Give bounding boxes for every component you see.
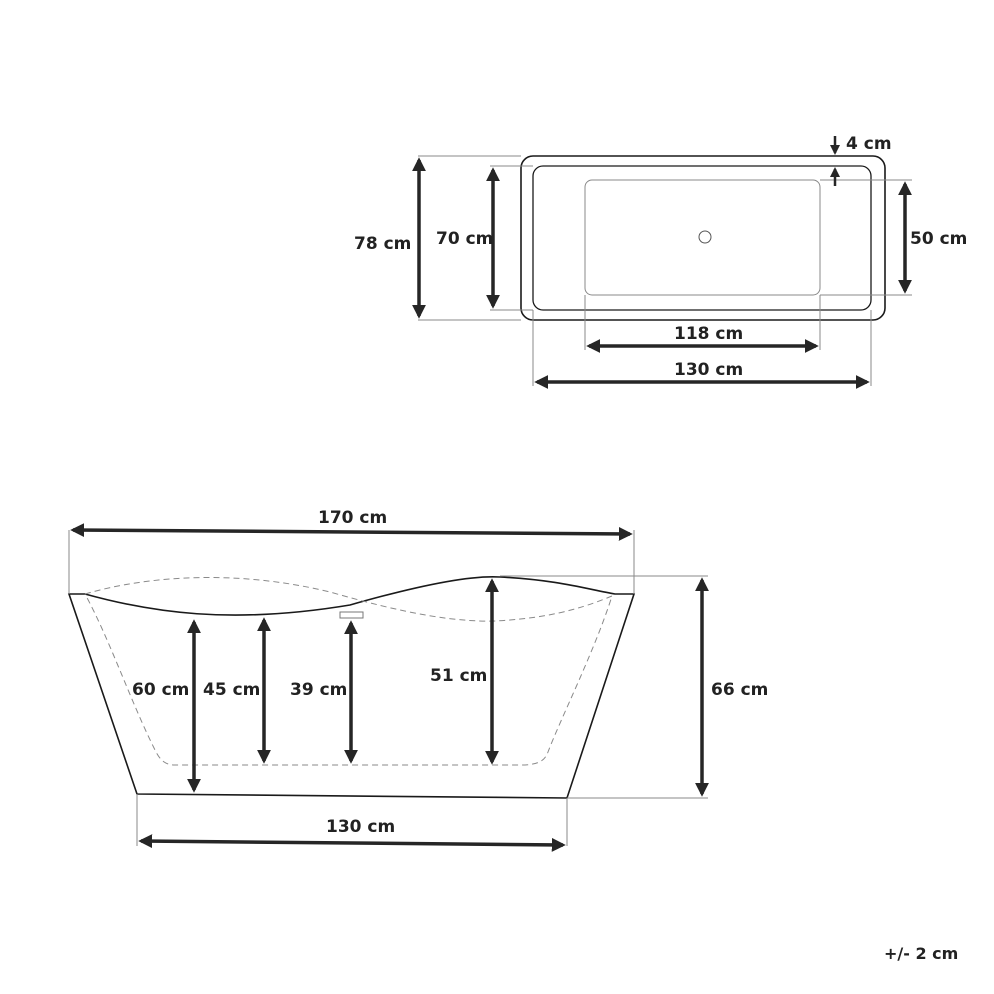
label-70cm: 70 cm <box>436 229 493 249</box>
basin-outline <box>584 179 821 296</box>
label-60cm: 60 cm <box>132 680 189 700</box>
label-118cm: 118 cm <box>674 324 743 344</box>
label-4cm: 4 cm <box>846 134 892 154</box>
inner-rim-outline <box>532 165 872 311</box>
drain-icon <box>698 230 712 244</box>
side-view: 170 cm 66 cm 60 cm 45 cm 39 cm 51 cm 130… <box>67 508 768 852</box>
tub-side-outline <box>67 575 636 799</box>
label-130cm-bottom: 130 cm <box>326 817 395 837</box>
overflow-icon <box>339 611 364 619</box>
label-45cm: 45 cm <box>203 680 260 700</box>
outer-rim-outline <box>520 155 886 321</box>
label-39cm: 39 cm <box>290 680 347 700</box>
top-view: 78 cm 70 cm 50 cm 4 cm 118 cm 130 cm <box>354 134 967 389</box>
tolerance-note: +/- 2 cm <box>884 944 958 963</box>
label-66cm: 66 cm <box>711 680 768 700</box>
tub-inner-dashed <box>84 577 613 766</box>
dimension-arrow-170 <box>70 523 633 541</box>
label-78cm: 78 cm <box>354 234 411 254</box>
label-130cm-top: 130 cm <box>674 360 743 380</box>
label-51cm: 51 cm <box>430 666 487 686</box>
dimension-arrow-130-bottom <box>138 834 566 852</box>
label-170cm: 170 cm <box>318 508 387 528</box>
label-50cm: 50 cm <box>910 229 967 249</box>
